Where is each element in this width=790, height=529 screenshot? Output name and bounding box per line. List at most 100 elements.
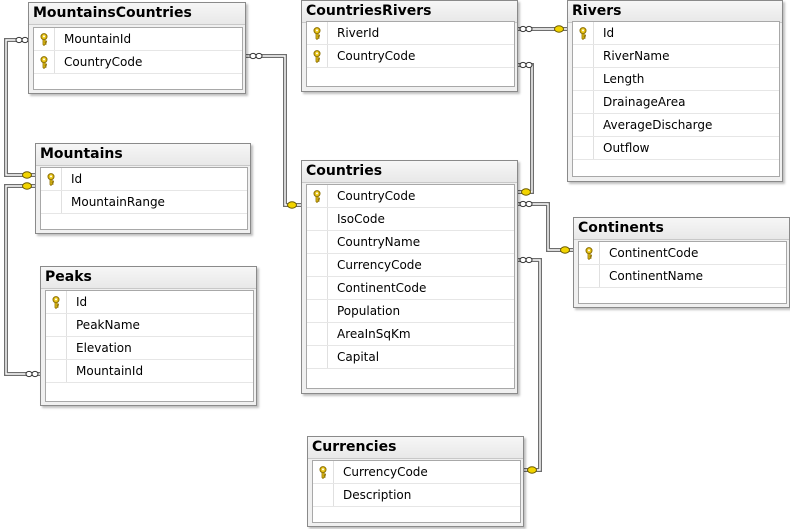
column-row[interactable]: Id bbox=[573, 22, 779, 45]
row-selector[interactable] bbox=[307, 300, 328, 322]
row-selector[interactable] bbox=[307, 231, 328, 253]
primary-key-icon bbox=[585, 247, 593, 260]
column-row[interactable]: Id bbox=[46, 291, 253, 314]
relationship-line[interactable] bbox=[518, 63, 534, 194]
column-name: Population bbox=[337, 304, 401, 318]
one-end-key-icon bbox=[527, 466, 537, 474]
primary-key-icon bbox=[52, 296, 60, 309]
column-name: MountainRange bbox=[71, 195, 165, 209]
column-name: CurrencyCode bbox=[337, 258, 422, 272]
column-name: CountryName bbox=[337, 235, 421, 249]
column-row[interactable]: Length bbox=[573, 68, 779, 91]
primary-key-icon bbox=[40, 56, 48, 69]
column-row[interactable]: AreaInSqKm bbox=[307, 323, 514, 346]
column-row[interactable]: RiverName bbox=[573, 45, 779, 68]
column-row[interactable]: Elevation bbox=[46, 337, 253, 360]
column-row[interactable]: CountryName bbox=[307, 231, 514, 254]
column-row[interactable]: ContinentName bbox=[579, 265, 786, 288]
row-selector[interactable] bbox=[313, 484, 334, 506]
column-name: PeakName bbox=[76, 318, 140, 332]
relationship-line[interactable] bbox=[518, 202, 573, 252]
row-selector[interactable] bbox=[573, 91, 594, 113]
column-row[interactable]: Capital bbox=[307, 346, 514, 369]
column-row[interactable]: CountryCode bbox=[34, 51, 242, 74]
table-title: Countries bbox=[302, 161, 517, 183]
column-row[interactable]: CurrencyCode bbox=[307, 254, 514, 277]
row-selector[interactable] bbox=[573, 114, 594, 136]
primary-key-icon bbox=[319, 466, 327, 479]
row-selector[interactable] bbox=[573, 22, 594, 44]
column-row[interactable]: Outflow bbox=[573, 137, 779, 160]
one-end-key-icon bbox=[287, 201, 297, 209]
column-row[interactable]: IsoCode bbox=[307, 208, 514, 231]
column-row[interactable]: CurrencyCode bbox=[313, 461, 520, 484]
column-name: Id bbox=[603, 26, 615, 40]
column-name: AverageDischarge bbox=[603, 118, 713, 132]
table-title: Currencies bbox=[308, 437, 523, 459]
row-selector[interactable] bbox=[41, 168, 62, 190]
row-selector[interactable] bbox=[573, 68, 594, 90]
column-row[interactable]: Description bbox=[313, 484, 520, 507]
column-name: MountainId bbox=[76, 364, 144, 378]
row-selector[interactable] bbox=[307, 45, 328, 67]
row-selector[interactable] bbox=[46, 337, 67, 359]
row-selector[interactable] bbox=[34, 28, 55, 50]
column-row[interactable]: MountainId bbox=[34, 28, 242, 51]
row-selector[interactable] bbox=[579, 242, 600, 264]
column-row[interactable]: Population bbox=[307, 300, 514, 323]
table-title: CountriesRivers bbox=[302, 1, 517, 23]
row-selector[interactable] bbox=[579, 265, 600, 287]
row-selector[interactable] bbox=[307, 346, 328, 368]
column-row[interactable]: Id bbox=[41, 168, 247, 191]
row-selector[interactable] bbox=[307, 254, 328, 276]
column-name: MountainId bbox=[64, 32, 132, 46]
column-row[interactable]: AverageDischarge bbox=[573, 114, 779, 137]
column-row[interactable]: RiverId bbox=[307, 22, 514, 45]
column-name: Id bbox=[71, 172, 83, 186]
primary-key-icon bbox=[40, 33, 48, 46]
column-name: IsoCode bbox=[337, 212, 385, 226]
row-selector[interactable] bbox=[307, 208, 328, 230]
column-row[interactable]: CountryCode bbox=[307, 185, 514, 208]
row-selector[interactable] bbox=[307, 22, 328, 44]
one-end-key-icon bbox=[554, 25, 564, 33]
primary-key-icon bbox=[313, 190, 321, 203]
row-selector[interactable] bbox=[307, 277, 328, 299]
row-selector[interactable] bbox=[573, 45, 594, 67]
column-name: CountryCode bbox=[64, 55, 143, 69]
table-title: MountainsCountries bbox=[29, 3, 245, 25]
column-row[interactable]: ContinentCode bbox=[307, 277, 514, 300]
row-selector[interactable] bbox=[46, 291, 67, 313]
column-row[interactable]: ContinentCode bbox=[579, 242, 786, 265]
column-row[interactable]: PeakName bbox=[46, 314, 253, 337]
row-selector[interactable] bbox=[46, 360, 67, 382]
column-name: CurrencyCode bbox=[343, 465, 428, 479]
column-row[interactable]: CountryCode bbox=[307, 45, 514, 68]
row-selector[interactable] bbox=[313, 461, 334, 483]
relationship-line[interactable] bbox=[246, 54, 301, 207]
column-row[interactable]: MountainRange bbox=[41, 191, 247, 214]
column-row[interactable]: MountainId bbox=[46, 360, 253, 383]
row-selector[interactable] bbox=[34, 51, 55, 73]
row-selector[interactable] bbox=[307, 185, 328, 207]
column-row[interactable]: DrainageArea bbox=[573, 91, 779, 114]
row-selector[interactable] bbox=[573, 137, 594, 159]
row-selector[interactable] bbox=[307, 323, 328, 345]
one-end-key-icon bbox=[521, 188, 531, 196]
row-selector[interactable] bbox=[41, 191, 62, 213]
column-name: ContinentCode bbox=[337, 281, 427, 295]
column-name: Length bbox=[603, 72, 645, 86]
column-name: ContinentName bbox=[609, 269, 704, 283]
row-selector[interactable] bbox=[46, 314, 67, 336]
